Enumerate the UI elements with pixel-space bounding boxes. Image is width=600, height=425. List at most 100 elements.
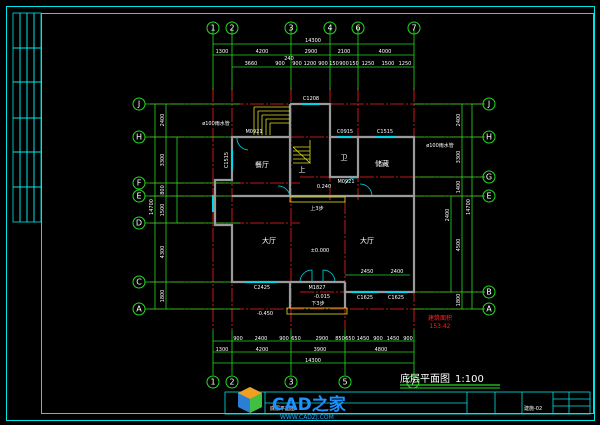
dim-text: 1450: [357, 336, 370, 342]
dim-text: 2400: [445, 209, 451, 222]
window-tag: C1625: [388, 295, 404, 301]
dim-text: 1200: [304, 61, 317, 67]
area-label: 建筑面积: [428, 314, 452, 322]
dim-text: 1300: [216, 347, 229, 353]
dim-text: 3300: [160, 154, 166, 167]
pipe-note: ø100雨水管: [426, 142, 454, 149]
elevation-label: -0.450: [257, 311, 273, 317]
axis-label: B: [486, 288, 492, 297]
dim-text: 2450: [361, 269, 374, 275]
dim-text: 150: [349, 61, 359, 67]
window-tag: C1625: [357, 295, 373, 301]
axis-label: A: [486, 305, 492, 314]
dim-text: 4300: [160, 246, 166, 259]
dim-text: 4200: [256, 347, 269, 353]
dim-text: 1250: [399, 61, 412, 67]
dim-text: 4800: [375, 347, 388, 353]
stair-up-label: 上: [299, 165, 306, 174]
axis-label: 2: [229, 24, 234, 33]
dim-text: 2100: [338, 49, 351, 55]
axis-label: E: [136, 192, 141, 201]
dim-text: 2400: [160, 114, 166, 127]
axis-label: 3: [288, 24, 293, 33]
doors: [236, 136, 373, 283]
window-tag: C0915: [337, 129, 353, 135]
dim-text: 850: [335, 336, 345, 342]
stair: [253, 106, 348, 315]
dim-text: 2900: [305, 49, 318, 55]
door-tag: M1827: [308, 285, 325, 291]
dim-text: 150: [329, 61, 339, 67]
axis-label: E: [486, 192, 491, 201]
room-hall-right: 大厅: [360, 236, 374, 245]
title-block-name: 底层平面图: [270, 405, 295, 412]
porch-steps-label: 下3步: [311, 301, 324, 307]
dim-text: 14700: [466, 199, 472, 215]
axis-label: 7: [411, 24, 416, 33]
windows: [212, 103, 407, 293]
axis-labels: 1 2 3 4 6 7 1 2 3 5 7 J H F E D C A J H …: [136, 24, 492, 387]
dim-text: 900: [279, 336, 289, 342]
cad-logo: CAD之家 WWW.CADZJ.COM: [238, 387, 346, 421]
axis-label: J: [137, 100, 140, 109]
axis-label: 6: [355, 24, 360, 33]
dim-text: 1450: [387, 336, 400, 342]
dim-text: 3900: [314, 347, 327, 353]
dim-text: 1300: [216, 49, 229, 55]
area-value: 153.42: [430, 323, 451, 330]
dim-text: 2400: [391, 269, 404, 275]
dim-text: 900: [373, 336, 383, 342]
dim-text: 4000: [379, 49, 392, 55]
elevation-label: 0.240: [317, 184, 331, 190]
axis-label: C: [136, 278, 142, 287]
room-wc: 卫: [341, 154, 348, 162]
dim-text: 14300: [305, 358, 321, 364]
door-tag: M0921: [337, 179, 354, 185]
window-tag: C1515: [377, 129, 393, 135]
window-tag: C1515: [224, 152, 230, 168]
dim-text: 800: [160, 185, 166, 195]
dim-text: 650: [345, 336, 355, 342]
dim-text: 1500: [382, 61, 395, 67]
dim-text: 2400: [255, 336, 268, 342]
dim-text: 650: [291, 336, 301, 342]
window-tag: C1208: [303, 96, 319, 102]
dim-text: 900: [275, 61, 285, 67]
elevation-label: ±0.000: [311, 248, 330, 254]
logo-text: CAD之家: [272, 394, 346, 415]
dim-text: 900: [318, 61, 328, 67]
dim-text: 2400: [456, 114, 462, 127]
axis-bubbles: [132, 21, 496, 389]
room-labels: 餐厅 卫 储藏 上 大厅 大厅 上3步 下3步 ±0.000 0.240 -0.…: [202, 96, 454, 317]
dimension-lines: [145, 28, 485, 375]
axis-label: G: [486, 173, 492, 182]
pipe-note: ø100雨水管: [202, 120, 230, 127]
dim-text: 14300: [305, 38, 321, 44]
dim-text: 14700: [149, 199, 155, 215]
logo-url: WWW.CADZJ.COM: [280, 414, 334, 421]
dim-text: 900: [233, 336, 243, 342]
axis-label: 2: [229, 378, 234, 387]
axis-label: 1: [210, 378, 215, 387]
axis-label: J: [487, 100, 490, 109]
axis-label: 1: [210, 24, 215, 33]
dim-text: 3660: [245, 61, 258, 67]
door-tag: M0921: [245, 129, 262, 135]
dim-text: 1800: [160, 290, 166, 303]
dimension-texts: 14300 1300 4200 2900 2100 4000 3660 900 …: [149, 38, 472, 364]
axis-label: H: [136, 133, 142, 142]
axis-label: 7: [410, 378, 415, 387]
axis-label: F: [137, 179, 142, 188]
window-tag: C2425: [254, 285, 270, 291]
dim-text: 900: [292, 61, 302, 67]
dim-text: 1800: [456, 294, 462, 307]
room-hall-left: 大厅: [262, 236, 276, 245]
dim-text: 900: [403, 336, 413, 342]
axis-label: A: [136, 305, 142, 314]
axis-label: 4: [327, 24, 332, 33]
area-note: 建筑面积 153.42: [428, 314, 452, 330]
axis-label: 5: [342, 378, 347, 387]
drawing-scale: 1:100: [455, 374, 484, 385]
drawing-frame: [6, 6, 595, 421]
